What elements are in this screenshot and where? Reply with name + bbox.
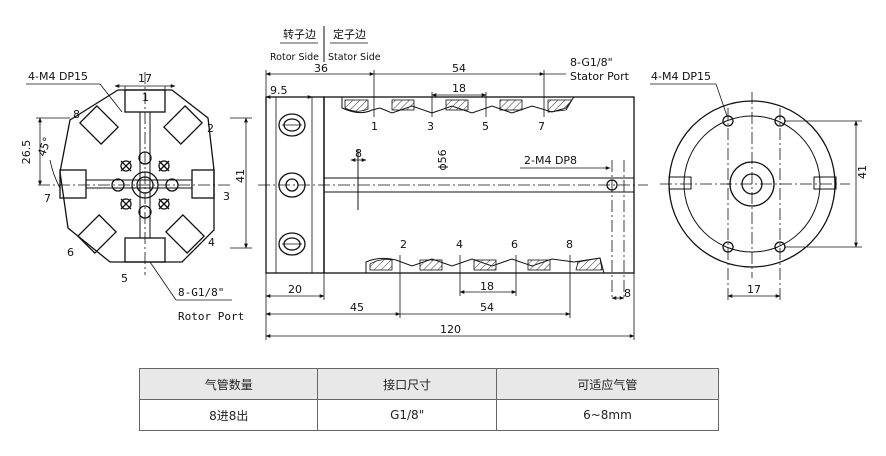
dim-9-5: 9.5 <box>270 84 288 97</box>
left-port-label-1: 1 <box>142 91 149 104</box>
top-port-label-7: 7 <box>538 120 545 133</box>
dim-18-top: 18 <box>452 82 466 95</box>
dim-8-right: 8 <box>624 287 631 300</box>
top-port-label-1: 1 <box>371 120 378 133</box>
bottom-seals <box>369 257 603 271</box>
dim-45: 45 <box>350 301 364 314</box>
dim-20: 20 <box>288 283 302 296</box>
right-centerlines <box>660 92 850 300</box>
header-port-size: 接口尺寸 <box>317 368 497 400</box>
left-dim-26-5: 26.5 <box>20 140 33 165</box>
right-end-view <box>650 83 862 300</box>
left-port-label-8: 8 <box>73 108 80 121</box>
stator-side-cn: 定子边 <box>333 27 366 41</box>
bottom-port-label-8: 8 <box>566 238 573 251</box>
left-port-label-6: 6 <box>67 246 74 259</box>
top-seals <box>344 99 573 113</box>
side-view <box>258 26 648 340</box>
header-tube-fit: 可适应气管 <box>495 368 720 400</box>
spec-table: 气管数量 接口尺寸 可适应气管 8进8出 G1/8" 6~8mm <box>138 368 720 431</box>
dim-54-bottom: 54 <box>480 301 494 314</box>
bottom-port-label-2: 2 <box>400 238 407 251</box>
right-dim-17: 17 <box>747 283 761 296</box>
cell-tube-fit: 6~8mm <box>495 399 720 431</box>
right-dimensions <box>650 83 862 298</box>
left-rotor-port-label: Rotor Port <box>178 310 244 323</box>
table-row: 8进8出 G1/8" 6~8mm <box>138 399 720 431</box>
side-centerlines <box>258 160 648 300</box>
dim-18-bottom: 18 <box>480 280 494 293</box>
left-end-view <box>26 72 252 301</box>
right-callout-m4: 4-M4 DP15 <box>651 70 711 83</box>
left-dim-17: 17 <box>138 72 152 85</box>
stator-side-en: Stator Side <box>328 52 381 63</box>
left-port-blocks <box>59 89 215 263</box>
left-body-outline <box>59 89 215 263</box>
rotor-holes <box>278 113 306 256</box>
left-port-label-7: 7 <box>44 192 51 205</box>
rotor-side-en: Rotor Side <box>270 52 319 63</box>
bottom-port-label-4: 4 <box>456 238 463 251</box>
dim-8-inner: 8 <box>355 147 362 160</box>
dim-dia56: ϕ56 <box>436 149 449 170</box>
rotor-side-cn: 转子边 <box>283 27 316 41</box>
left-spokes <box>86 112 192 238</box>
left-port-label-5: 5 <box>121 272 128 285</box>
bottom-port-label-6: 6 <box>511 238 518 251</box>
left-rotor-port-callout: 8-G1/8" <box>178 286 224 299</box>
left-callout-m4: 4-M4 DP15 <box>28 70 88 83</box>
top-port-label-3: 3 <box>427 120 434 133</box>
stator-port-callout: 8-G1/8" <box>570 56 613 69</box>
cell-port-size: G1/8" <box>317 399 497 431</box>
left-dim-41: 41 <box>234 169 247 183</box>
side-dimensions <box>265 70 635 340</box>
dim-54-top: 54 <box>452 62 466 75</box>
dim-120: 120 <box>440 323 461 336</box>
left-port-label-2: 2 <box>207 122 214 135</box>
m4-dp8-callout: 2-M4 DP8 <box>524 154 577 167</box>
stator-port-label: Stator Port <box>570 70 630 83</box>
right-dim-41: 41 <box>856 165 869 179</box>
left-dim-angle: 45° <box>35 135 54 158</box>
dim-36: 36 <box>314 62 328 75</box>
left-port-label-3: 3 <box>223 190 230 203</box>
shaft-lines <box>324 150 634 210</box>
left-port-label-4: 4 <box>208 236 215 249</box>
cell-tube-count: 8进8出 <box>138 399 319 431</box>
left-dimensions <box>26 83 252 301</box>
spec-table-header-row: 气管数量 接口尺寸 可适应气管 <box>138 368 720 400</box>
left-centerlines <box>38 72 230 275</box>
top-port-label-5: 5 <box>482 120 489 133</box>
header-tube-count: 气管数量 <box>138 368 319 400</box>
